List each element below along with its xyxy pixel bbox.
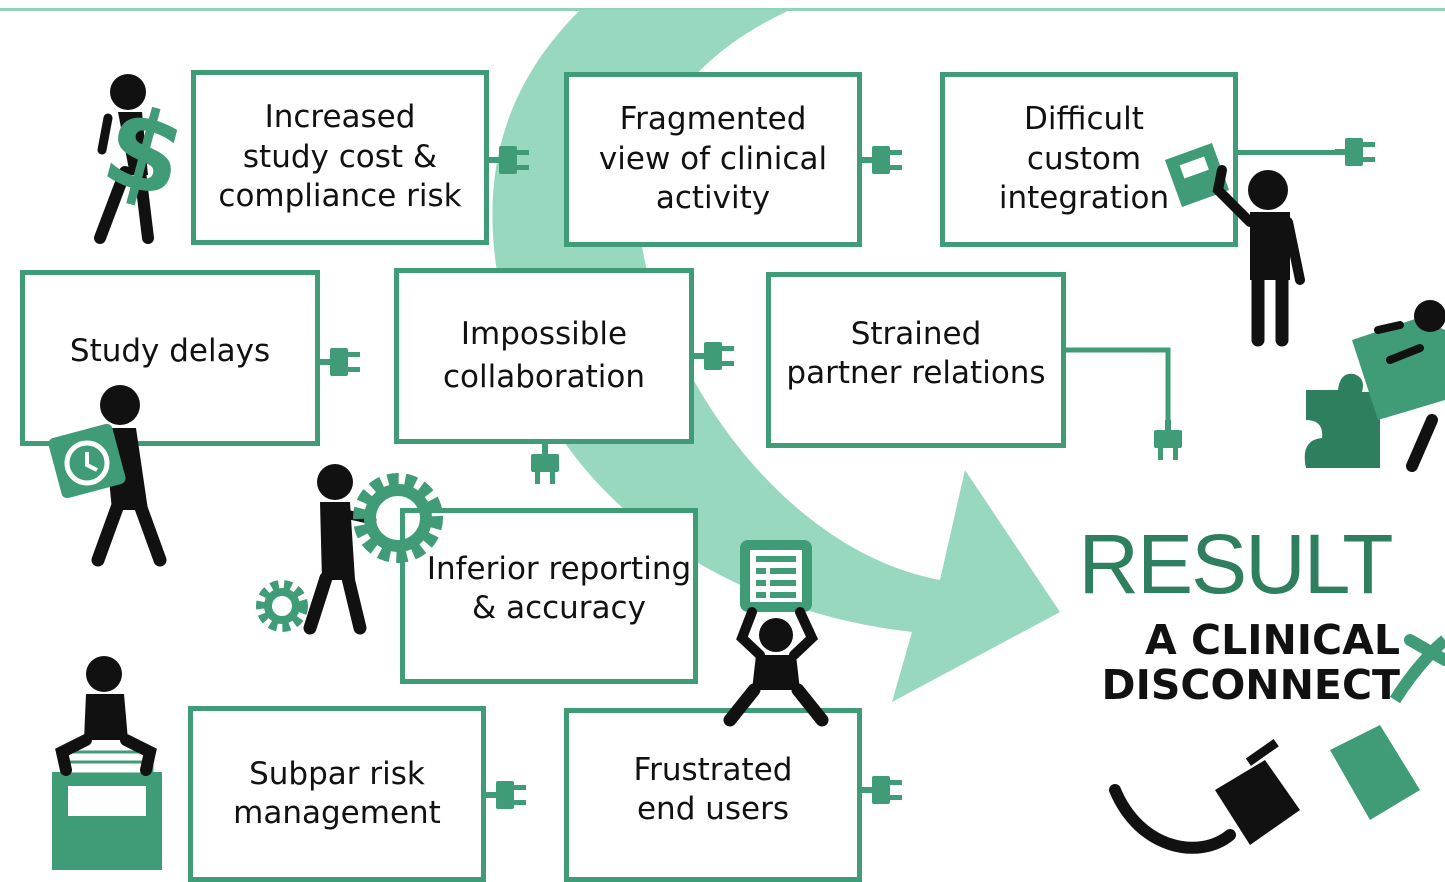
box-end-users-label: Frustrated end users — [633, 751, 793, 827]
box-custom-integration-label: Difficult custom integration — [998, 101, 1170, 217]
box-partner-relations: Strained partner relations — [766, 272, 1066, 448]
box-collaboration-label: Impossible collaboration — [443, 315, 645, 395]
box-fragmented-view: Fragmented view of clinical activity — [564, 72, 862, 247]
result-subtitle: A CLINICAL DISCONNECT — [1101, 616, 1400, 709]
box-partner-relations-label: Strained partner relations — [786, 315, 1046, 391]
box-risk-management-label: Subpar risk management — [233, 755, 441, 831]
box-fragmented-view-label: Fragmented view of clinical activity — [598, 101, 828, 217]
box-end-users: Frustrated end users — [564, 708, 862, 882]
box-study-cost: Increased study cost & compliance risk — [191, 70, 489, 245]
box-custom-integration: Difficult custom integration — [940, 72, 1238, 247]
box-collaboration: Impossible collaboration — [394, 268, 694, 444]
result-title: RESULT — [1078, 517, 1393, 611]
box-study-delays: Study delays — [20, 270, 320, 446]
box-reporting: Inferior reporting & accuracy — [400, 508, 698, 684]
box-risk-management: Subpar risk management — [188, 706, 486, 882]
box-study-cost-label: Increased study cost & compliance risk — [218, 99, 462, 215]
box-study-delays-label: Study delays — [69, 333, 271, 370]
box-reporting-label: Inferior reporting & accuracy — [426, 550, 692, 626]
top-rule — [0, 8, 1445, 11]
